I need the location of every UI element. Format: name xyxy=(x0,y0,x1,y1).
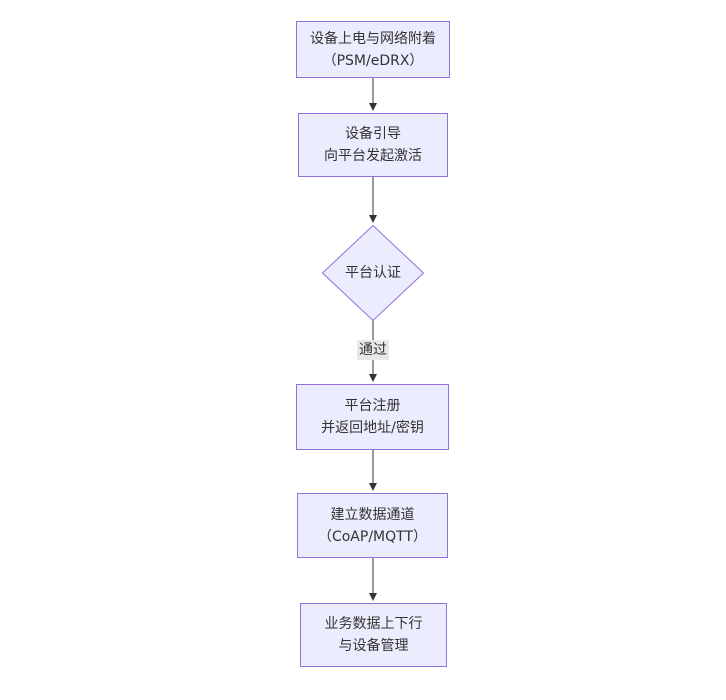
node-bootstrap: 设备引导 向平台发起激活 xyxy=(298,113,448,177)
node-business: 业务数据上下行 与设备管理 xyxy=(300,603,447,667)
node-label-line: 设备上电与网络附着 xyxy=(310,30,436,47)
node-register: 平台注册 并返回地址/密钥 xyxy=(296,384,449,450)
node-label-line: （CoAP/MQTT） xyxy=(317,528,428,545)
node-label-line: 设备引导 xyxy=(345,126,401,142)
node-label-line: 并返回地址/密钥 xyxy=(321,420,424,436)
decision-platform-auth: 平台认证 xyxy=(322,225,424,321)
node-label-line: 向平台发起激活 xyxy=(324,148,422,164)
node-label-line: （PSM/eDRX） xyxy=(322,52,424,69)
node-label-line: 平台注册 xyxy=(344,398,401,414)
node-label-line: 建立数据通道 xyxy=(330,506,415,523)
decision-label: 平台认证 xyxy=(345,265,401,281)
edge-label-pass: 通过 xyxy=(357,340,389,360)
node-label-line: 与设备管理 xyxy=(338,638,409,654)
decision-diamond-shape xyxy=(322,225,424,321)
node-power-attach: 设备上电与网络附着 （PSM/eDRX） xyxy=(296,21,450,78)
node-label-line: 业务数据上下行 xyxy=(324,616,423,632)
node-data-channel: 建立数据通道 （CoAP/MQTT） xyxy=(297,493,448,558)
